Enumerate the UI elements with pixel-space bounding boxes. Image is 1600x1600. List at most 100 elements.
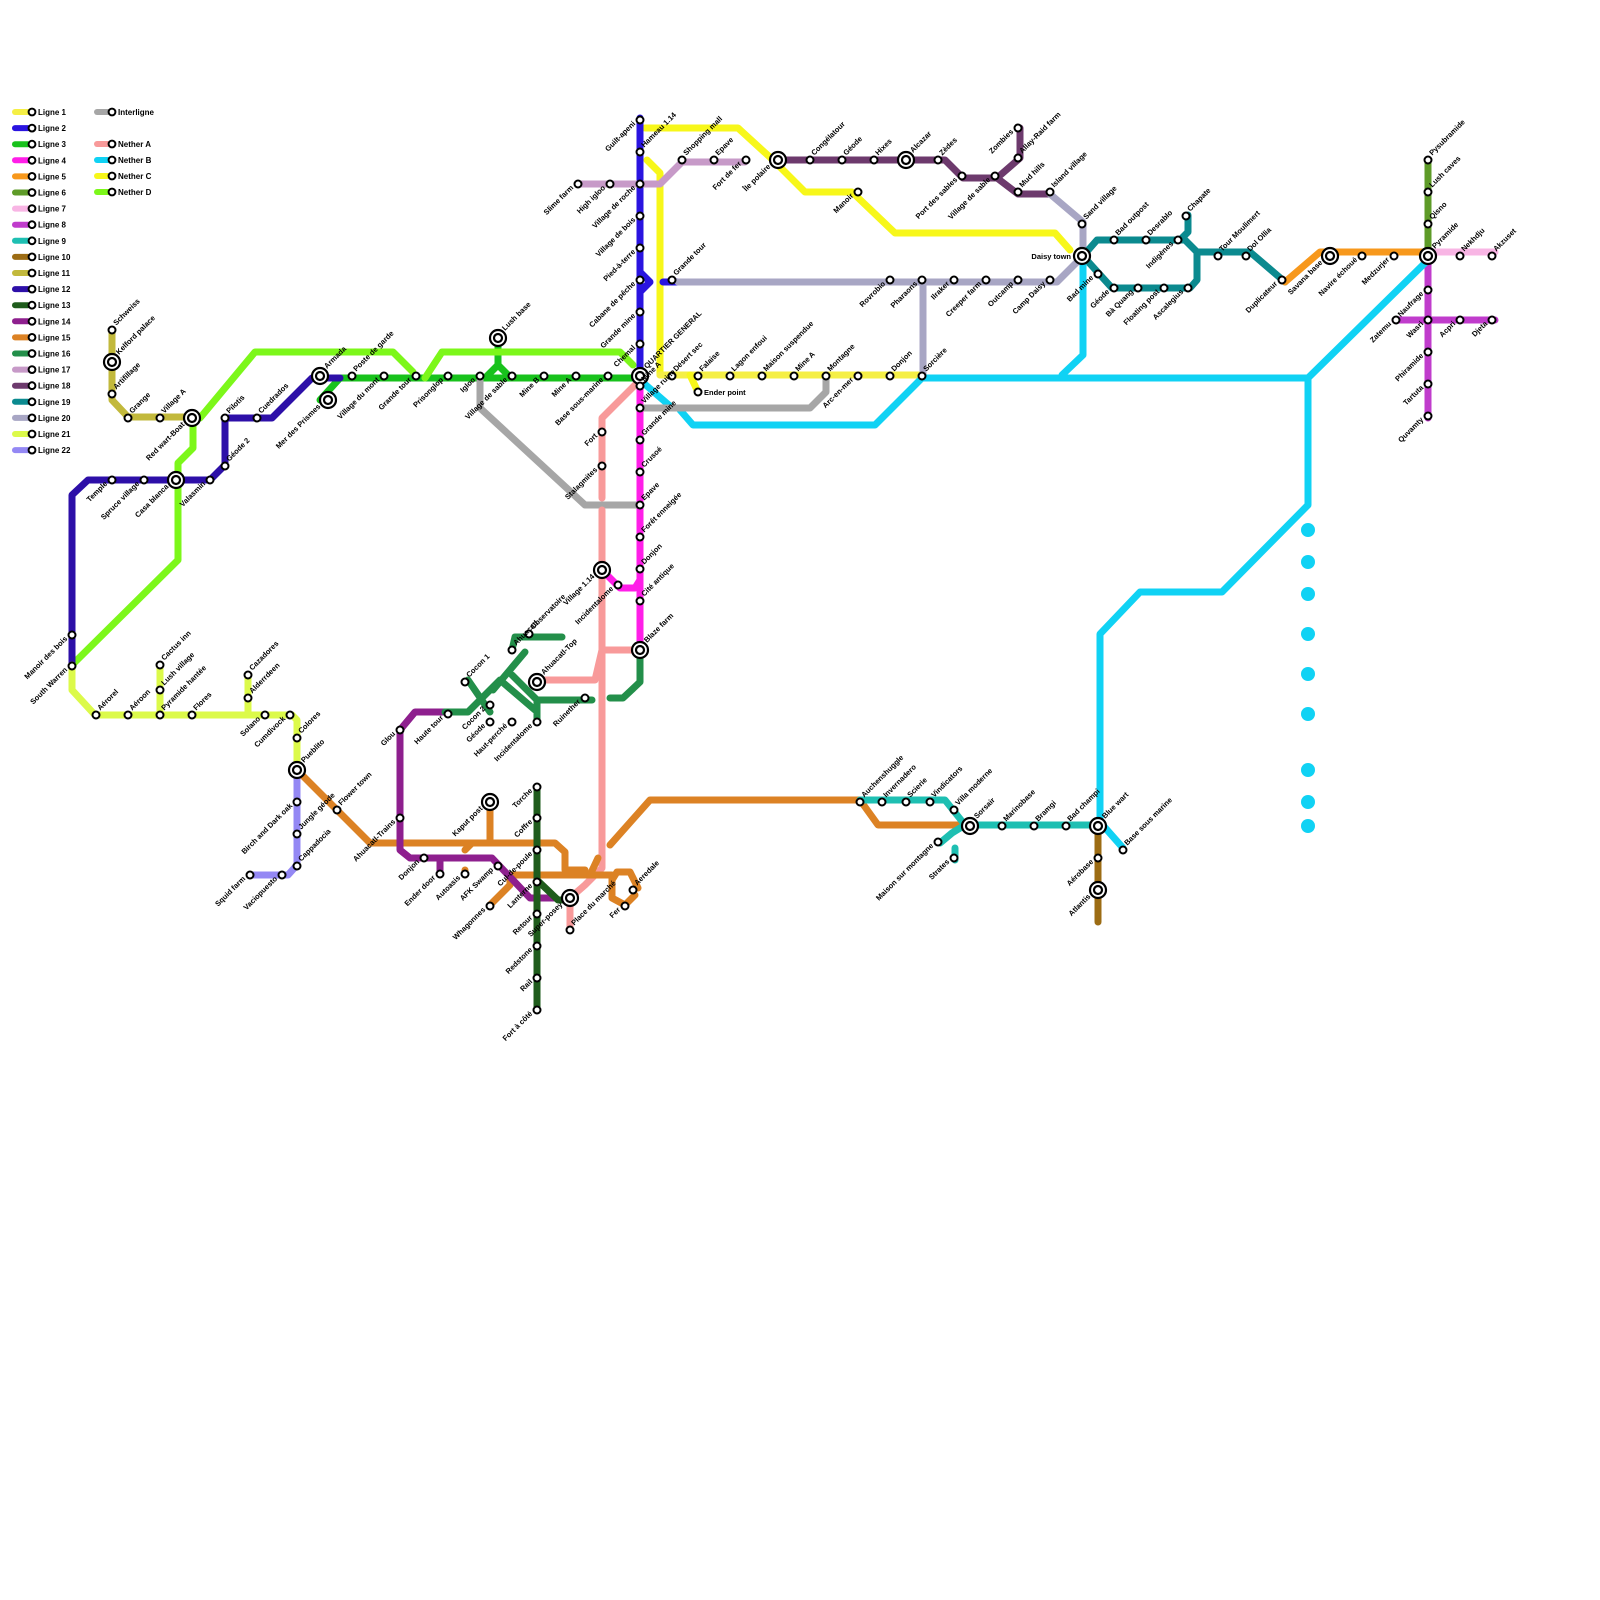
legend-label: Ligne 12 bbox=[38, 285, 71, 294]
station-label: Hixes bbox=[873, 137, 894, 158]
legend-item-nether-b: Nether B bbox=[97, 156, 152, 165]
station-icon bbox=[637, 469, 644, 476]
station-maison-suspendue[interactable]: Maison suspendue bbox=[759, 319, 816, 379]
legend-label: Ligne 10 bbox=[38, 253, 71, 262]
station-zombies[interactable]: Zombies bbox=[987, 125, 1021, 156]
station-icon bbox=[1183, 213, 1190, 220]
interchange-inner-ring-icon bbox=[316, 372, 324, 380]
station-pysubramide[interactable]: Pysubramide bbox=[1425, 118, 1467, 164]
station-fort-a-cote[interactable]: Fort à côté bbox=[501, 1007, 541, 1043]
station-label: Aéroon bbox=[127, 687, 152, 712]
station-icon bbox=[157, 687, 164, 694]
legend-station-icon bbox=[109, 109, 116, 116]
station-lush-base[interactable]: Lush base bbox=[490, 300, 533, 346]
station-dol-ollia[interactable]: Dol Ollia bbox=[1243, 225, 1274, 260]
legend-station-icon bbox=[29, 109, 36, 116]
station-place-du-marche[interactable]: Place du marché bbox=[567, 879, 618, 934]
station-manoir-des-bois[interactable]: Manoir des bois bbox=[22, 632, 75, 681]
station-label: Atlantis bbox=[1067, 892, 1093, 918]
station-chapate[interactable]: Chapate bbox=[1183, 186, 1213, 220]
station-icon bbox=[857, 799, 864, 806]
station-label: Haute tour bbox=[412, 713, 445, 746]
station-label: Île polaire bbox=[741, 162, 773, 194]
station-quvamty[interactable]: Quvamty bbox=[1396, 413, 1431, 445]
station-strates[interactable]: Strates bbox=[927, 855, 958, 882]
station-icon bbox=[125, 415, 132, 422]
legend-label: Ligne 20 bbox=[38, 414, 71, 423]
legend-item-ligne-20: Ligne 20 bbox=[15, 414, 71, 423]
station-cabane-de-peche[interactable]: Cabane de pêche bbox=[587, 277, 643, 330]
station-icon bbox=[637, 566, 644, 573]
station-label: Coffre bbox=[512, 817, 534, 839]
station-icon bbox=[1143, 237, 1150, 244]
legend-item-ligne-3: Ligne 3 bbox=[15, 140, 67, 149]
legend-station-icon bbox=[29, 237, 36, 244]
station-mud-hills[interactable]: Mud hills bbox=[1015, 160, 1047, 196]
legend-item-ligne-15: Ligne 15 bbox=[15, 333, 71, 342]
interchange-inner-ring-icon bbox=[598, 566, 606, 574]
station-icon bbox=[599, 429, 606, 436]
legend-item-ligne-21: Ligne 21 bbox=[15, 430, 71, 439]
station-base-sous-marine[interactable]: Base sous marine bbox=[1120, 795, 1175, 853]
station-icon bbox=[207, 477, 214, 484]
legend-station-icon bbox=[29, 415, 36, 422]
station-label: Redstone bbox=[504, 945, 535, 976]
legend-station-icon bbox=[29, 141, 36, 148]
station-duplicateur[interactable]: Duplicateur bbox=[1244, 277, 1286, 315]
station-cocon-1[interactable]: Cocon 1 bbox=[462, 652, 492, 686]
station-label: Blue wart bbox=[1100, 790, 1131, 821]
station-icon bbox=[1425, 287, 1432, 294]
legend-station-icon bbox=[109, 157, 116, 164]
legend-item-ligne-7: Ligne 7 bbox=[15, 205, 67, 214]
legend-item-ligne-12: Ligne 12 bbox=[15, 285, 71, 294]
station-icon bbox=[534, 911, 541, 918]
station-akzuset[interactable]: Akzuset bbox=[1489, 226, 1519, 259]
legend-station-icon bbox=[29, 125, 36, 132]
legend-label: Ligne 1 bbox=[38, 108, 67, 117]
legend-item-ligne-2: Ligne 2 bbox=[15, 124, 67, 133]
station-haute-tour[interactable]: Haute tour bbox=[412, 711, 451, 747]
station-label: Ahuacatl-Top bbox=[539, 636, 579, 676]
line-interligne bbox=[480, 380, 640, 505]
station-icon bbox=[839, 157, 846, 164]
station-sand-village[interactable]: Sand village bbox=[1079, 184, 1119, 228]
station-icon bbox=[279, 872, 286, 879]
station-label: Duplicateur bbox=[1244, 279, 1280, 315]
legend-station-icon bbox=[29, 350, 36, 357]
station-grande-tour[interactable]: Grande tour bbox=[669, 240, 709, 283]
station-zatemu[interactable]: Zatemu bbox=[1368, 317, 1400, 345]
interchange-inner-ring-icon bbox=[1094, 886, 1102, 894]
legend-label: Ligne 3 bbox=[38, 140, 67, 149]
station-icon bbox=[927, 799, 934, 806]
station-label: Armada bbox=[322, 344, 349, 371]
station-label: Flower town bbox=[336, 770, 374, 808]
station-icon bbox=[695, 373, 702, 380]
station-flower-town[interactable]: Flower town bbox=[334, 770, 374, 814]
legend-station-icon bbox=[29, 189, 36, 196]
legend-station-icon bbox=[29, 382, 36, 389]
station-whagonnes[interactable]: Whagonnes bbox=[451, 903, 494, 942]
legend-item-ligne-19: Ligne 19 bbox=[15, 398, 71, 407]
station-label: Mud hills bbox=[1017, 160, 1046, 189]
station-icon bbox=[1425, 349, 1432, 356]
station-label: Ender door bbox=[403, 873, 438, 908]
interchange-inner-ring-icon bbox=[1424, 252, 1432, 260]
legend-label: Ligne 9 bbox=[38, 237, 67, 246]
station-birch-and-dark-oak[interactable]: Birch and Dark oak bbox=[240, 799, 301, 856]
station-label: Slime farm bbox=[542, 183, 576, 217]
station-icon bbox=[1425, 189, 1432, 196]
station-ender-point[interactable]: Ender point bbox=[695, 388, 747, 397]
legend-station-icon bbox=[29, 221, 36, 228]
station-slime-farm[interactable]: Slime farm bbox=[542, 181, 582, 217]
station-daisy-town[interactable]: Daisy town bbox=[1031, 248, 1090, 264]
station-island-village[interactable]: Island village bbox=[1047, 150, 1089, 196]
legend-label: Ligne 4 bbox=[38, 156, 67, 165]
legend-label: Ligne 19 bbox=[38, 398, 71, 407]
station-icon bbox=[1015, 189, 1022, 196]
station-mer-des-prismes[interactable]: Mer des Prismes bbox=[274, 392, 336, 451]
legend-item-interligne: Interligne bbox=[97, 108, 155, 117]
station-label: Jungle géode bbox=[296, 791, 337, 832]
station-ahuacatl-trains[interactable]: Ahuacatl-Trains bbox=[351, 815, 403, 864]
station-icon bbox=[1457, 253, 1464, 260]
